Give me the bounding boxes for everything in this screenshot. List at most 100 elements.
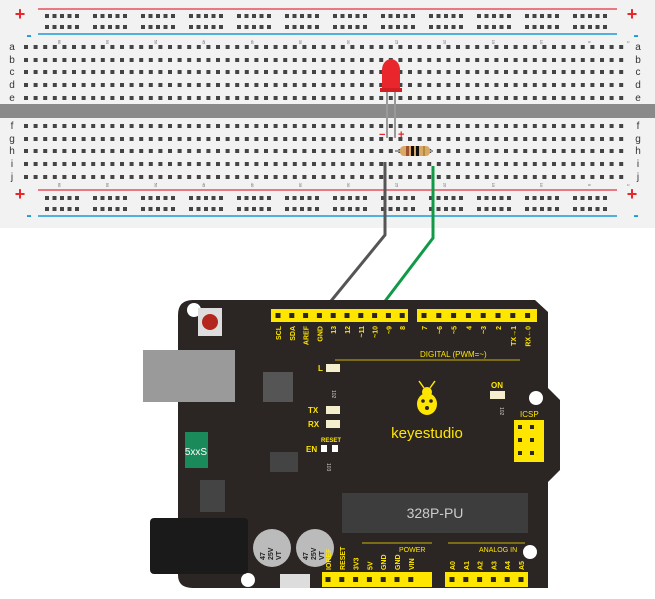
hole[interactable] [408,162,412,166]
hole[interactable] [100,149,105,153]
hole[interactable] [129,149,134,153]
rail-hole[interactable] [532,196,537,200]
hole[interactable] [360,137,364,141]
hole[interactable] [81,162,86,166]
hole[interactable] [561,96,566,100]
resistor[interactable] [395,146,433,156]
hole[interactable] [283,45,288,49]
hole[interactable] [292,149,297,153]
hole[interactable] [33,83,38,87]
icsp-pin[interactable] [530,425,534,429]
hole[interactable] [321,70,326,74]
rail-hole[interactable] [459,207,463,211]
rail-hole[interactable] [429,196,433,200]
rail-hole[interactable] [532,14,537,18]
rail-hole[interactable] [388,196,393,200]
rail-hole[interactable] [100,25,105,29]
hole[interactable] [264,83,268,87]
hole[interactable] [225,83,230,87]
hole[interactable] [331,149,336,153]
hole[interactable] [273,70,278,74]
rail-hole[interactable] [75,14,79,18]
hole[interactable] [158,149,163,153]
hole[interactable] [81,149,86,153]
hole[interactable] [523,70,528,74]
rail-hole[interactable] [67,14,72,18]
hole[interactable] [196,175,201,179]
hole[interactable] [81,70,86,74]
hole[interactable] [609,83,614,87]
hole[interactable] [513,96,518,100]
hole[interactable] [100,96,105,100]
hole[interactable] [321,96,326,100]
hole[interactable] [120,175,124,179]
hole[interactable] [312,83,316,87]
rail-hole[interactable] [484,207,489,211]
header-pin[interactable] [358,313,364,318]
rail-hole[interactable] [315,25,319,29]
hole[interactable] [340,83,345,87]
hole[interactable] [24,124,28,128]
hole[interactable] [350,137,355,141]
hole[interactable] [254,70,259,74]
hole[interactable] [292,137,297,141]
rail-hole[interactable] [196,207,201,211]
rail-hole[interactable] [411,196,415,200]
rail-hole[interactable] [411,14,415,18]
rail-hole[interactable] [492,25,496,29]
hole[interactable] [600,45,604,49]
hole[interactable] [532,70,537,74]
hole[interactable] [446,162,451,166]
hole[interactable] [417,83,422,87]
hole[interactable] [580,149,585,153]
hole[interactable] [619,162,624,166]
hole[interactable] [417,124,422,128]
rail-hole[interactable] [388,25,393,29]
hole[interactable] [187,137,192,141]
hole[interactable] [283,175,288,179]
hole[interactable] [292,96,297,100]
hole[interactable] [254,124,259,128]
hole[interactable] [254,96,259,100]
hole[interactable] [398,124,403,128]
rail-hole[interactable] [211,14,216,18]
hole[interactable] [129,175,134,179]
hole[interactable] [504,96,508,100]
hole[interactable] [408,58,412,62]
header-pin[interactable] [394,577,400,582]
header-pin[interactable] [421,313,427,318]
rail-hole[interactable] [171,14,175,18]
hole[interactable] [72,175,76,179]
digital-header-left[interactable] [271,309,408,322]
hole[interactable] [340,162,345,166]
hole[interactable] [100,137,105,141]
hole[interactable] [590,83,595,87]
hole[interactable] [340,45,345,49]
hole[interactable] [81,124,86,128]
rail-hole[interactable] [403,14,408,18]
rail-hole[interactable] [459,196,463,200]
hole[interactable] [542,45,547,49]
hole[interactable] [235,162,240,166]
rail-hole[interactable] [444,25,448,29]
hole[interactable] [571,124,576,128]
rail-hole[interactable] [115,14,120,18]
hole[interactable] [321,83,326,87]
hole[interactable] [475,124,480,128]
rail-hole[interactable] [333,196,337,200]
hole[interactable] [187,124,192,128]
rail-hole[interactable] [459,14,463,18]
header-pin[interactable] [289,313,295,318]
hole[interactable] [273,175,278,179]
hole[interactable] [465,96,470,100]
hole[interactable] [52,137,57,141]
hole[interactable] [312,137,316,141]
rail-hole[interactable] [588,25,592,29]
hole[interactable] [139,58,144,62]
hole[interactable] [302,124,307,128]
hole[interactable] [513,70,518,74]
hole[interactable] [504,58,508,62]
hole[interactable] [571,58,576,62]
header-pin[interactable] [518,577,524,582]
hole[interactable] [148,149,153,153]
